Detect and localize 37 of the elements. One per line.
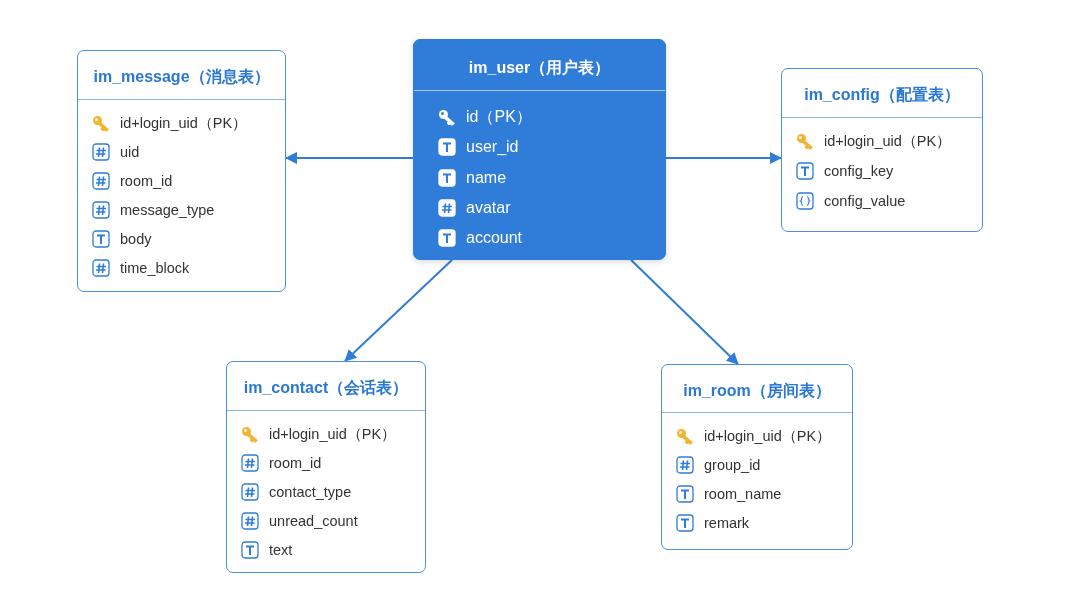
field-name: time_block — [120, 260, 190, 276]
field-name: avatar — [466, 198, 511, 217]
field-name: contact_type — [269, 484, 352, 500]
table-title: im_config（配置表） — [803, 85, 961, 105]
field-name: user_id — [466, 138, 519, 157]
table-box — [226, 361, 426, 573]
field-name: text — [269, 542, 293, 558]
field-name: config_key — [824, 163, 894, 179]
table-box — [661, 364, 853, 550]
field-name: account — [466, 229, 523, 248]
field-name: room_name — [704, 486, 782, 502]
field-name: id+login_uid（PK） — [824, 131, 952, 151]
field-name: remark — [704, 515, 750, 531]
arrow — [344, 259, 453, 362]
arrow — [665, 152, 782, 164]
table-title: im_contact（会话表） — [242, 378, 410, 398]
field-name: room_id — [120, 173, 173, 189]
field-name: group_id — [704, 457, 761, 473]
field-name: id+login_uid（PK） — [269, 424, 397, 444]
field-name: body — [120, 231, 152, 247]
table-box — [413, 39, 666, 260]
table-title: im_user（用户表） — [467, 58, 612, 78]
table-box — [77, 50, 286, 292]
field-name: id（PK） — [466, 106, 532, 127]
table-title: im_message（消息表） — [92, 67, 271, 87]
table-box — [781, 68, 983, 232]
field-name: id+login_uid（PK） — [704, 426, 832, 446]
arrow — [630, 259, 739, 365]
field-name: id+login_uid（PK） — [120, 113, 248, 133]
table-title: im_room（房间表） — [682, 381, 832, 401]
field-name: uid — [120, 144, 140, 160]
field-name: config_value — [824, 193, 906, 209]
field-name: name — [466, 168, 507, 187]
field-name: message_type — [120, 202, 215, 218]
arrow — [285, 151, 414, 164]
field-name: room_id — [269, 455, 322, 471]
field-name: unread_count — [269, 513, 358, 529]
